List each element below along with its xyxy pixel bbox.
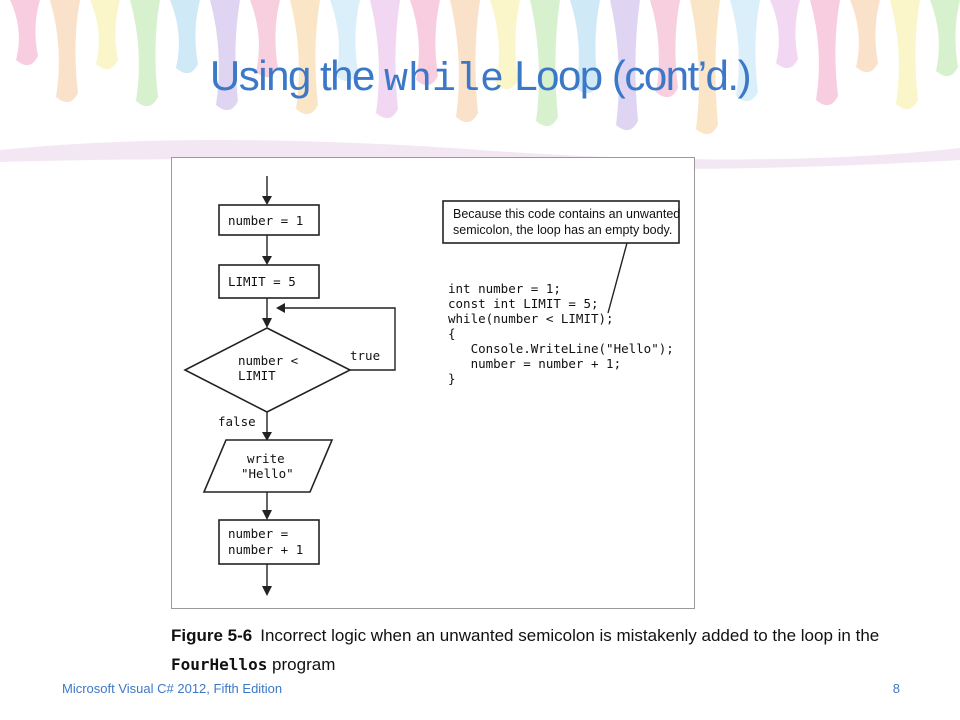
init-limit-text: LIMIT = 5 bbox=[228, 274, 296, 289]
banner-drip bbox=[330, 0, 360, 82]
code-block: int number = 1; const int LIMIT = 5; whi… bbox=[448, 281, 674, 386]
banner-drip bbox=[810, 0, 840, 106]
init-number-box bbox=[218, 204, 320, 236]
banner-drip bbox=[290, 0, 320, 115]
callout-line-1: Because this code contains an unwanted bbox=[453, 207, 680, 221]
banner-drip bbox=[850, 0, 880, 73]
output-line-2: "Hello" bbox=[241, 466, 294, 481]
caption-text: Incorrect logic when an unwanted semicol… bbox=[260, 626, 880, 645]
caption-text-end: program bbox=[267, 655, 336, 674]
banner-drip bbox=[690, 0, 720, 135]
update-line-1: number = bbox=[228, 526, 288, 541]
banner-drip bbox=[10, 0, 40, 66]
banner-drip bbox=[410, 0, 440, 86]
code-line-1: int number = 1; bbox=[448, 281, 561, 296]
arrowhead-limit bbox=[262, 256, 272, 265]
decision-line-2: LIMIT bbox=[238, 368, 276, 383]
callout-pointer bbox=[607, 242, 628, 314]
banner-drip bbox=[730, 0, 760, 102]
banner-drip bbox=[450, 0, 480, 123]
banner-drip bbox=[650, 0, 680, 98]
banner-drip bbox=[570, 0, 600, 94]
flowchart-diagram: number = 1 LIMIT = 5 number < LIMIT true… bbox=[183, 176, 680, 596]
banner-base-stripe bbox=[0, 140, 960, 169]
decision-line-1: number < bbox=[238, 353, 298, 368]
true-loop-arrowhead bbox=[276, 303, 285, 313]
banner-drip bbox=[490, 0, 520, 90]
figure-caption: Figure 5-6 Incorrect logic when an unwant… bbox=[171, 621, 891, 679]
entry-arrowhead bbox=[262, 196, 272, 205]
update-line-2: number + 1 bbox=[228, 542, 303, 557]
banner-drip bbox=[890, 0, 920, 110]
banner-drip bbox=[170, 0, 200, 74]
code-line-3: while(number < LIMIT); bbox=[448, 311, 614, 326]
callout-line-2: semicolon, the loop has an empty body. bbox=[453, 223, 672, 237]
banner-drip bbox=[770, 0, 800, 69]
figure-frame: number = 1 LIMIT = 5 number < LIMIT true… bbox=[171, 157, 695, 609]
true-loop-connector bbox=[284, 307, 396, 371]
program-name: FourHellos bbox=[171, 655, 268, 674]
code-line-2: const int LIMIT = 5; bbox=[448, 296, 599, 311]
banner-drip bbox=[930, 0, 960, 77]
arrowhead-decision bbox=[262, 318, 272, 328]
banner-drip bbox=[250, 0, 280, 78]
banner-drip bbox=[90, 0, 120, 70]
figure-label: Figure 5-6 bbox=[171, 626, 253, 645]
decorative-banner bbox=[0, 0, 960, 169]
code-line-4: { bbox=[448, 326, 456, 341]
banner-drip bbox=[50, 0, 80, 103]
code-line-7: } bbox=[448, 371, 456, 386]
footer-book-title: Microsoft Visual C# 2012, Fifth Edition bbox=[62, 681, 283, 696]
banner-drip bbox=[130, 0, 160, 107]
init-number-text: number = 1 bbox=[228, 213, 303, 228]
title-keyword: while bbox=[384, 58, 505, 103]
banner-drip bbox=[610, 0, 640, 131]
exit-arrowhead bbox=[262, 586, 272, 596]
arrowhead-update bbox=[262, 510, 272, 520]
page-number: 8 bbox=[892, 681, 900, 696]
callout-box bbox=[442, 200, 680, 244]
code-line-6: number = number + 1; bbox=[448, 356, 621, 371]
code-line-5: Console.WriteLine("Hello"); bbox=[448, 341, 674, 356]
true-label: true bbox=[350, 348, 380, 363]
output-parallelogram bbox=[202, 439, 334, 493]
false-label: false bbox=[218, 414, 256, 429]
false-arrowhead bbox=[262, 432, 272, 441]
output-line-1: write bbox=[247, 451, 285, 466]
banner-drip bbox=[210, 0, 240, 111]
title-prefix: Using the bbox=[209, 52, 385, 99]
update-number-box bbox=[218, 519, 320, 565]
banner-drip bbox=[530, 0, 560, 127]
banner-drip bbox=[370, 0, 400, 119]
title-suffix: Loop (cont’d.) bbox=[504, 52, 751, 99]
slide-title: Using the while Loop (cont’d.) bbox=[0, 52, 960, 103]
init-limit-box bbox=[218, 264, 320, 299]
